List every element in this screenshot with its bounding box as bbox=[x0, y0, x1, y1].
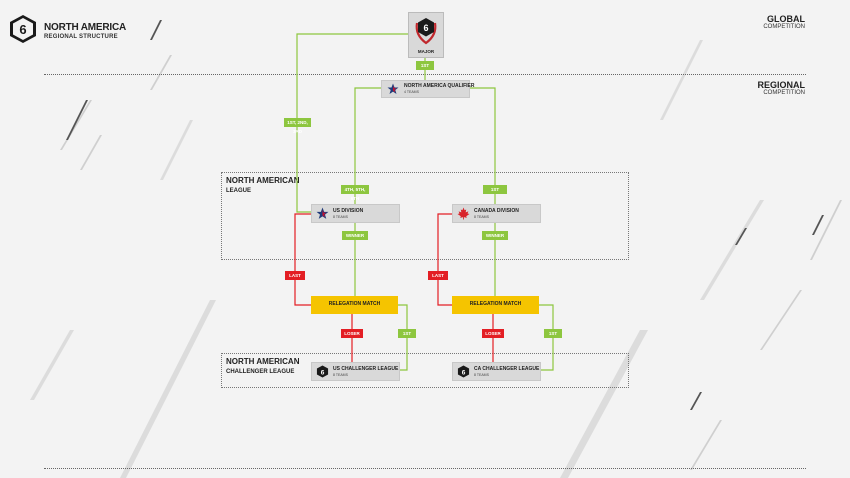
major-node: 6 MAJOR bbox=[408, 12, 444, 58]
us-challenger-sub: 8 TEAMS bbox=[333, 373, 348, 377]
ca-division-sub: 8 TEAMS bbox=[474, 215, 489, 219]
tag-major-1st: 1ST bbox=[416, 61, 434, 70]
league-sub: LEAGUE bbox=[226, 188, 252, 194]
tier-regional-title: REGIONAL bbox=[757, 80, 805, 90]
challenger-title: NORTH AMERICAN bbox=[226, 357, 300, 366]
us-division-sub: 8 TEAMS bbox=[333, 215, 348, 219]
maple-leaf-icon bbox=[457, 207, 470, 220]
us-relegation-match: RELEGATION MATCH bbox=[311, 296, 398, 314]
ca-relegation-match: RELEGATION MATCH bbox=[452, 296, 539, 314]
league-region-box bbox=[221, 172, 629, 260]
svg-text:6: 6 bbox=[321, 369, 325, 376]
rainbow-six-logo: 6 bbox=[8, 14, 38, 44]
major-label: MAJOR bbox=[417, 49, 435, 54]
tag-direct-1st-2nd-3rd: 1ST, 2ND, 3RD bbox=[284, 118, 311, 134]
svg-text:6: 6 bbox=[462, 369, 466, 376]
league-title: NORTH AMERICAN bbox=[226, 176, 300, 185]
ca-challenger-sub: 8 TEAMS bbox=[474, 373, 489, 377]
us-challenger-node: 6 US CHALLENGER LEAGUE 8 TEAMS bbox=[311, 362, 400, 381]
tag-ca-challenger-1st: 1ST bbox=[544, 329, 562, 338]
us-division-title: US DIVISION bbox=[333, 208, 364, 214]
tag-ca-loser: LOSER bbox=[482, 329, 504, 338]
tier-regional: REGIONAL COMPETITION bbox=[757, 80, 805, 96]
tag-us-loser: LOSER bbox=[341, 329, 363, 338]
qualifier-node: NORTH AMERICA QUALIFIER 4 TEAMS bbox=[381, 80, 474, 98]
tag-ca-last: LAST bbox=[428, 271, 448, 280]
ca-challenger-node: 6 CA CHALLENGER LEAGUE 8 TEAMS bbox=[452, 362, 541, 381]
challenger-sub: CHALLENGER LEAGUE bbox=[226, 369, 295, 375]
svg-text:6: 6 bbox=[19, 22, 26, 37]
page-title: NORTH AMERICA bbox=[44, 22, 127, 33]
r6-icon: 6 bbox=[316, 365, 329, 378]
tier-global-title: GLOBAL bbox=[767, 14, 805, 24]
tier-divider bbox=[44, 74, 806, 75]
tag-us-winner: WINNER bbox=[342, 231, 368, 240]
page-subtitle: REGIONAL STRUCTURE bbox=[44, 34, 118, 40]
tag-ca-winner: WINNER bbox=[482, 231, 508, 240]
us-challenger-title: US CHALLENGER LEAGUE bbox=[333, 366, 399, 372]
qualifier-sub: 4 TEAMS bbox=[404, 90, 419, 94]
tier-global: GLOBAL COMPETITION bbox=[763, 14, 805, 30]
svg-text:6: 6 bbox=[423, 23, 428, 33]
tag-us-4th-5th-6th: 4TH, 5TH, 6TH bbox=[341, 185, 369, 201]
tier-global-sub: COMPETITION bbox=[763, 24, 805, 30]
us-star-icon bbox=[316, 207, 329, 219]
ca-challenger-title: CA CHALLENGER LEAGUE bbox=[474, 366, 540, 372]
ca-division-node: CANADA DIVISION 8 TEAMS bbox=[452, 204, 541, 223]
qualifier-title: NORTH AMERICA QUALIFIER bbox=[404, 83, 475, 89]
star-icon bbox=[387, 83, 399, 94]
us-division-node: US DIVISION 8 TEAMS bbox=[311, 204, 400, 223]
tag-us-last: LAST bbox=[285, 271, 305, 280]
tag-ca-1st: 1ST bbox=[483, 185, 507, 194]
rainbow-six-laurel-icon: 6 bbox=[415, 18, 437, 45]
r6-icon: 6 bbox=[457, 365, 470, 378]
tier-regional-sub: COMPETITION bbox=[763, 90, 805, 96]
tag-us-challenger-1st: 1ST bbox=[398, 329, 416, 338]
bottom-divider bbox=[44, 468, 806, 469]
challenger-region-box bbox=[221, 353, 629, 388]
ca-division-title: CANADA DIVISION bbox=[474, 208, 519, 214]
